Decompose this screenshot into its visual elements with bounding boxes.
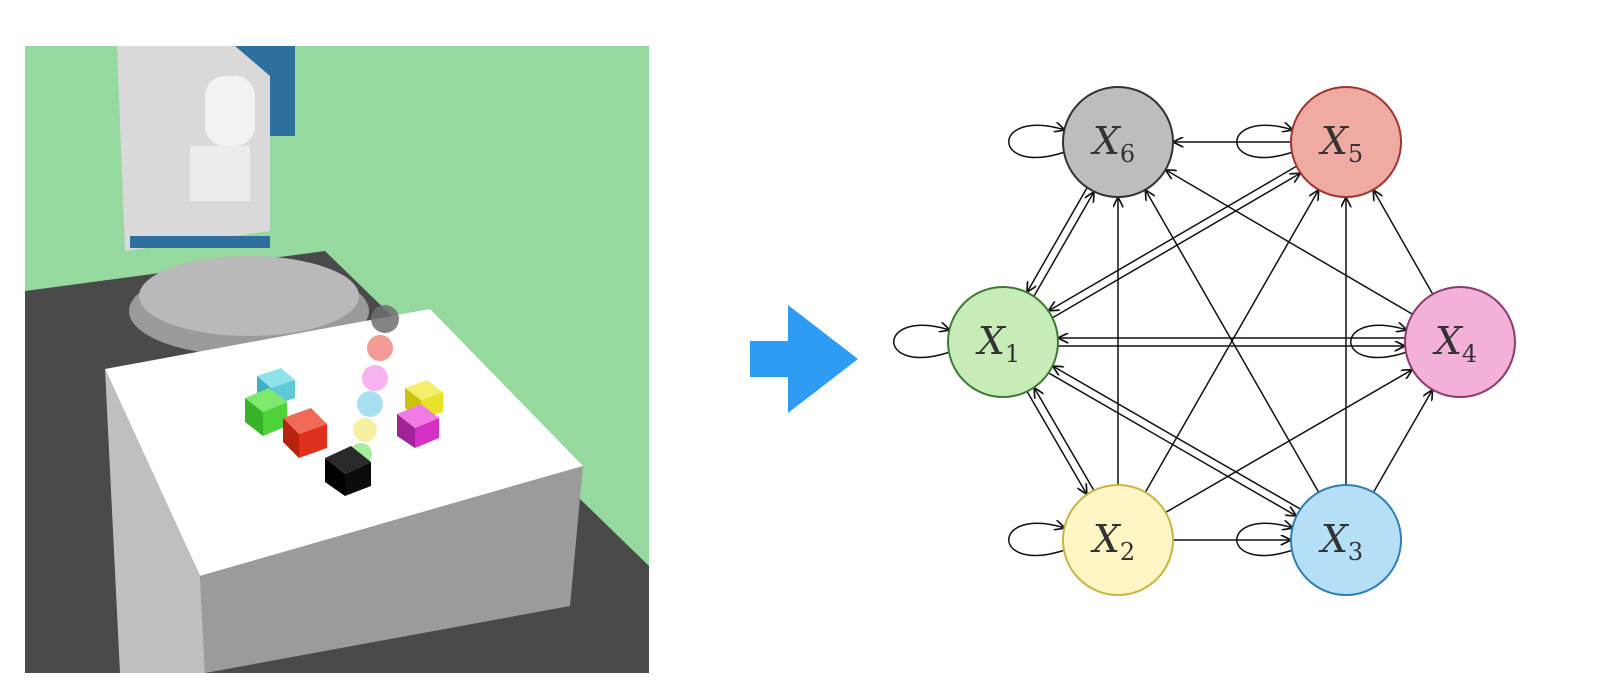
node-subscript: 2 — [1120, 538, 1135, 566]
edge-x2-to-x1 — [1034, 388, 1095, 491]
self-loop-x3 — [1236, 523, 1293, 557]
self-loop-x6 — [1008, 125, 1065, 159]
magenta-cube — [397, 404, 439, 448]
node-circle — [947, 286, 1059, 398]
node-label: X3 — [1318, 517, 1363, 566]
node-symbol: X — [975, 319, 1007, 363]
robot-gripper — [205, 76, 255, 146]
black-cube — [325, 446, 371, 496]
node-circle — [1290, 86, 1402, 198]
node-circle — [1404, 286, 1516, 398]
edge-x3-to-x4 — [1372, 390, 1432, 493]
robot-wrist — [190, 146, 250, 201]
edge-x2-to-x5 — [1144, 190, 1318, 493]
edge-x6-to-x1 — [1027, 187, 1088, 293]
self-loop-x1 — [893, 325, 950, 359]
node-x5: X5 — [1290, 86, 1402, 198]
node-circle — [1290, 484, 1402, 596]
node-subscript: 3 — [1348, 538, 1363, 566]
robot-arm-stripe — [130, 236, 270, 248]
arrow-shape — [750, 305, 858, 413]
node-symbol: X — [1090, 119, 1122, 163]
edge-x2-to-x4 — [1165, 370, 1413, 514]
transition-arrow — [750, 305, 858, 413]
green-cube — [245, 388, 287, 436]
goal-marker — [357, 391, 383, 417]
goal-marker — [353, 418, 377, 442]
table-side — [105, 369, 205, 673]
node-subscript: 5 — [1348, 140, 1363, 168]
self-loop-x4 — [1350, 325, 1407, 359]
self-loop-x2 — [1008, 523, 1065, 557]
node-label: X4 — [1432, 319, 1477, 368]
node-label: X1 — [975, 319, 1020, 368]
edge-x4-to-x5 — [1373, 190, 1434, 295]
edge-x1-to-x6 — [1033, 192, 1094, 297]
robot-base-top — [139, 256, 359, 336]
edge-x1-to-x3 — [1048, 372, 1297, 516]
node-symbol: X — [1432, 319, 1464, 363]
node-subscript: 1 — [1005, 340, 1020, 368]
node-x3: X3 — [1290, 484, 1402, 596]
node-label: X5 — [1318, 119, 1363, 168]
node-symbol: X — [1318, 119, 1350, 163]
node-x4: X4 — [1404, 286, 1516, 398]
goal-marker — [367, 335, 393, 361]
node-x1: X1 — [947, 286, 1059, 398]
node-symbol: X — [1318, 517, 1350, 561]
node-label: X6 — [1090, 119, 1135, 168]
edge-x1-to-x2 — [1026, 391, 1087, 495]
node-label: X2 — [1090, 517, 1135, 566]
node-circle — [1062, 86, 1174, 198]
node-symbol: X — [1090, 517, 1122, 561]
node-subscript: 4 — [1462, 340, 1477, 368]
goal-marker — [371, 305, 399, 333]
node-circle — [1062, 484, 1174, 596]
self-loop-x5 — [1236, 125, 1293, 159]
node-x6: X6 — [1062, 86, 1174, 198]
edge-x3-to-x1 — [1053, 366, 1301, 510]
red-cube — [283, 408, 327, 458]
robot-scene-image — [25, 46, 649, 673]
table-top — [105, 309, 583, 576]
table-front — [200, 466, 583, 673]
goal-marker — [362, 365, 388, 391]
node-x2: X2 — [1062, 484, 1174, 596]
node-subscript: 6 — [1120, 140, 1135, 168]
